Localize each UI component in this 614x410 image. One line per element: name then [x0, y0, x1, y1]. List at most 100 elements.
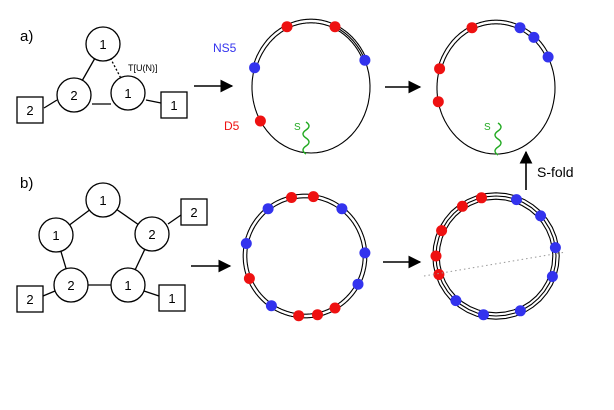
- brane-segment: [333, 283, 357, 307]
- gauge-node: [85, 26, 121, 62]
- brane-segment: [255, 27, 288, 69]
- brane-segment: [244, 206, 268, 244]
- brane-segment: [246, 243, 252, 278]
- d5-brane: [312, 309, 323, 321]
- gauge-node: [53, 267, 89, 303]
- panel-label-a: a): [20, 28, 33, 45]
- gauge-node: [38, 217, 74, 253]
- s-label: S: [484, 122, 491, 133]
- s-fold-dotted-line: [423, 251, 567, 277]
- ns5-brane: [546, 271, 558, 282]
- brane-ring-a2: [432, 19, 556, 155]
- flavor-node-label: 2: [190, 205, 197, 220]
- brane-ring-b1: [240, 191, 371, 322]
- d5-brane: [281, 21, 293, 33]
- s-label: S: [294, 122, 301, 133]
- d5-brane: [430, 250, 442, 262]
- ns5-brane: [549, 242, 561, 254]
- ns5-brane: [511, 194, 522, 206]
- d5-brane: [307, 191, 319, 203]
- d5-brane: [286, 192, 297, 203]
- flavor-node-label: 1: [168, 291, 175, 306]
- flavor-node-label: 2: [26, 292, 33, 307]
- brane-segment: [247, 209, 270, 245]
- brane-segment: [442, 56, 556, 155]
- d5-brane: [433, 269, 445, 280]
- brane-segment: [259, 26, 371, 154]
- flavor-node-label: 1: [170, 98, 177, 113]
- s-fold-wall: [494, 122, 502, 156]
- brane-segment: [266, 193, 344, 208]
- brane-segment: [247, 279, 271, 308]
- d5-brane: [456, 200, 468, 212]
- brane-segment: [472, 23, 520, 30]
- gauge-node: [110, 75, 146, 111]
- brane-ring-a1: [249, 18, 371, 154]
- gauge-node-label: 2: [148, 227, 155, 242]
- brane-segment: [335, 24, 368, 60]
- d5-brane: [329, 21, 341, 33]
- sfold-label: S-fold: [537, 164, 574, 180]
- brane-segment: [342, 206, 368, 253]
- gauge-node-label: 1: [124, 86, 131, 101]
- brane-segment: [436, 68, 441, 102]
- d5-brane: [293, 310, 305, 322]
- ns5-brane: [478, 309, 489, 321]
- ns5-brane: [359, 54, 371, 66]
- ns5-brane: [249, 62, 261, 74]
- brane-segment: [335, 284, 361, 310]
- brane-segment: [471, 19, 521, 27]
- gauge-node: [56, 77, 92, 113]
- panel-label-b: b): [20, 175, 33, 192]
- gauge-node-label: 1: [124, 278, 131, 293]
- gauge-node: [134, 216, 170, 252]
- brane-segment: [440, 28, 473, 70]
- ns5-brane: [336, 203, 348, 215]
- brane-segment: [286, 18, 336, 26]
- brane-segment: [340, 209, 364, 254]
- brane-segment: [287, 22, 335, 29]
- d5-brane: [466, 22, 478, 34]
- flavor-node-label: 2: [26, 103, 33, 118]
- quiver-b-nodes: 1 1 2 2 1 2 2 1: [16, 182, 208, 313]
- ns5-brane: [265, 300, 277, 312]
- gauge-node-label: 1: [99, 193, 106, 208]
- ns5-brane: [240, 238, 252, 249]
- brane-segment: [252, 24, 287, 68]
- d5-brane: [436, 225, 448, 237]
- ns5-brane: [262, 203, 274, 215]
- brane-segment: [251, 67, 261, 122]
- d5-brane: [476, 192, 487, 204]
- flavor-node: [16, 285, 44, 313]
- brane-segment: [268, 197, 342, 211]
- brane-segment: [250, 277, 273, 305]
- gauge-node-label: 1: [99, 37, 106, 52]
- edge-label: T[U(N)]: [128, 63, 158, 73]
- ns5-brane: [359, 247, 371, 259]
- brane-segment: [359, 252, 368, 286]
- flavor-node: [180, 198, 208, 226]
- d5-brane: [432, 96, 444, 108]
- flavor-node: [160, 91, 188, 119]
- gauge-node: [110, 267, 146, 303]
- gauge-node: [85, 182, 121, 218]
- quiver-a-nodes: 1 2 1 2 1 T[U(N)]: [16, 26, 188, 124]
- d5-brane: [329, 302, 341, 314]
- gauge-node-label: 1: [52, 228, 59, 243]
- ns5-brane: [450, 295, 462, 307]
- d5-label: D5: [224, 119, 240, 133]
- s-fold-wall: [302, 121, 310, 155]
- ns5-brane: [542, 51, 554, 63]
- flavor-node: [158, 284, 186, 312]
- ns5-brane: [528, 31, 540, 43]
- d5-brane: [434, 63, 446, 75]
- gauge-node-label: 2: [67, 278, 74, 293]
- gauge-node-label: 2: [70, 88, 77, 103]
- ns5-label: NS5: [213, 41, 237, 55]
- ns5-brane: [514, 305, 526, 317]
- brane-segment: [242, 243, 249, 280]
- brane-segment: [437, 25, 472, 69]
- ns5-brane: [535, 210, 547, 222]
- brane-segment: [334, 27, 364, 62]
